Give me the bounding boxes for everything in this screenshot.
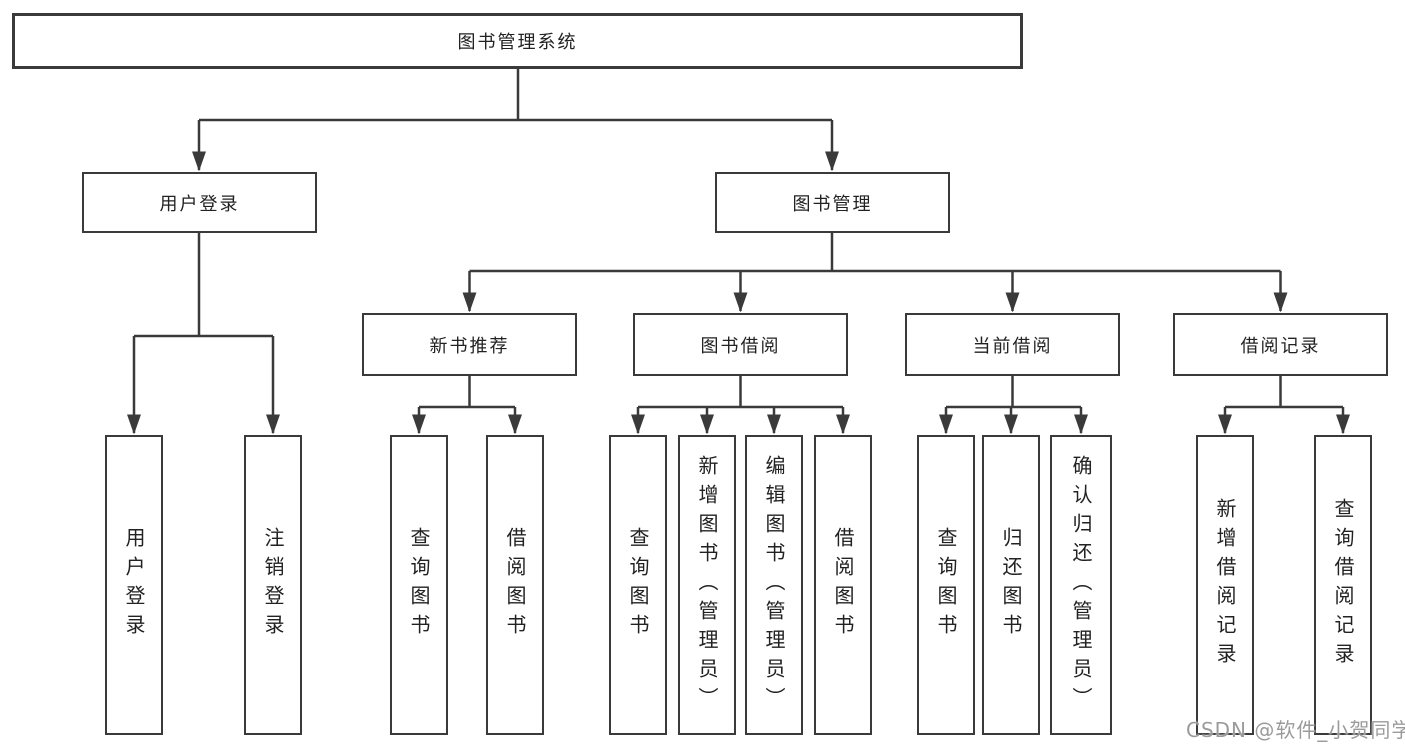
node-current-borrow-label: 当前借阅 [972,335,1053,357]
leaf-return-book-label: 归还图书 [999,527,1023,643]
node-current-borrow: 当前借阅 [905,313,1120,376]
node-book-borrow: 图书借阅 [633,313,848,376]
node-book-management-label: 图书管理 [792,193,873,215]
leaf-add-borrow-record-label: 新增借阅记录 [1213,498,1237,672]
node-user-login-label: 用户登录 [159,193,240,215]
leaf-user-login: 用户登录 [105,435,163,735]
leaf-edit-book-admin: 编辑图书（管理员） [745,435,803,735]
leaf-add-book-admin: 新增图书（管理员） [678,435,736,735]
node-borrow-records: 借阅记录 [1173,313,1388,376]
leaf-current-query-book-label: 查询图书 [934,527,958,643]
leaf-current-query-book: 查询图书 [917,435,975,735]
leaf-edit-book-admin-label: 编辑图书（管理员） [762,454,786,716]
leaf-confirm-return-admin: 确认归还（管理员） [1050,435,1112,735]
leaf-borrow-book: 借阅图书 [814,435,872,735]
leaf-query-borrow-record: 查询借阅记录 [1314,435,1372,735]
node-user-login: 用户登录 [82,172,317,233]
leaf-borrow-book-label: 借阅图书 [831,527,855,643]
csdn-watermark: CSDN @软件_小贺同学 [1186,718,1405,742]
leaf-logout-login-label: 注销登录 [261,527,285,643]
node-new-book-recommend: 新书推荐 [362,313,577,376]
leaf-recommend-borrow-book-label: 借阅图书 [503,527,527,643]
node-root-label: 图书管理系统 [457,32,578,53]
leaf-user-login-label: 用户登录 [122,527,146,643]
leaf-borrow-query-book-label: 查询图书 [626,527,650,643]
node-book-borrow-label: 图书借阅 [700,335,781,357]
node-book-management: 图书管理 [715,172,950,233]
leaf-recommend-query-book: 查询图书 [390,435,448,735]
leaf-logout-login: 注销登录 [244,435,302,735]
leaf-recommend-borrow-book: 借阅图书 [486,435,544,735]
leaf-confirm-return-admin-label: 确认归还（管理员） [1069,454,1093,716]
leaf-recommend-query-book-label: 查询图书 [407,527,431,643]
node-borrow-records-label: 借阅记录 [1240,335,1321,357]
leaf-add-borrow-record: 新增借阅记录 [1196,435,1254,735]
node-root: 图书管理系统 [12,13,1023,69]
leaf-query-borrow-record-label: 查询借阅记录 [1331,498,1355,672]
node-new-book-recommend-label: 新书推荐 [429,335,510,357]
leaf-add-book-admin-label: 新增图书（管理员） [695,454,719,716]
leaf-borrow-query-book: 查询图书 [609,435,667,735]
leaf-return-book: 归还图书 [982,435,1040,735]
